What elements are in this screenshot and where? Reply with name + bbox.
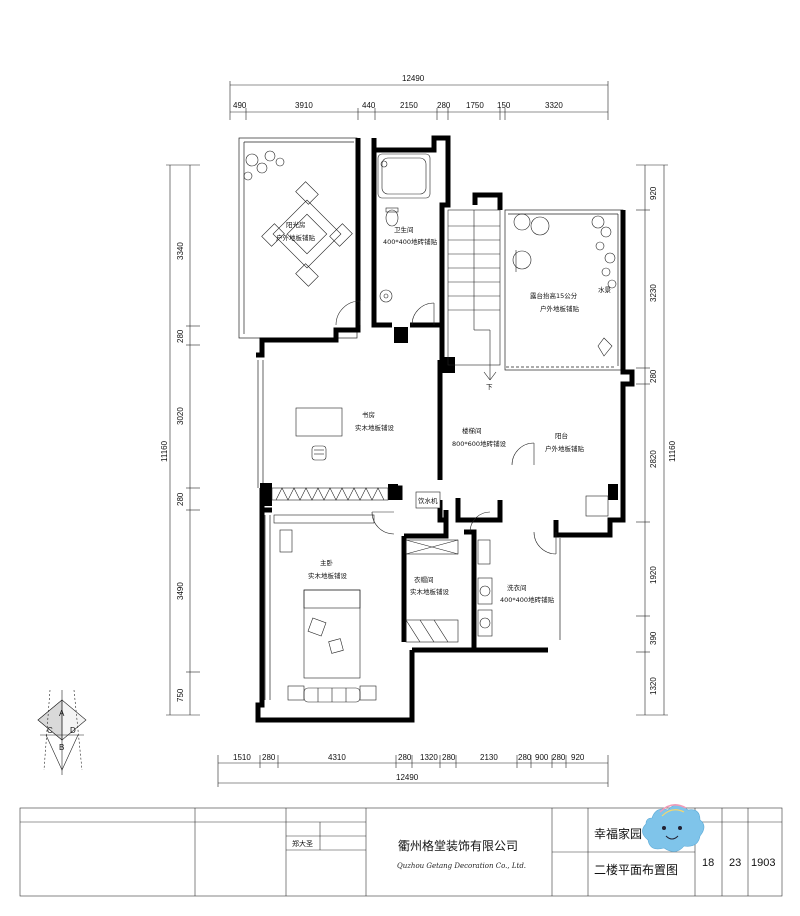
closet [405,539,459,643]
walls [255,135,635,723]
right-dimensions [636,164,668,716]
designer-name: 郑大圣 [292,839,313,848]
sheet-number-2: 23 [729,857,741,869]
room-laundry-floor: 400*400地砖铺贴 [500,595,555,604]
dim-left-1: 3340 [176,242,185,260]
room-closet-name: 衣帽间 [414,575,434,584]
sheet-number-1: 18 [702,857,714,869]
dim-top-7: 150 [497,101,511,110]
study-furniture [271,407,389,501]
room-bath-floor: 400*400地砖铺贴 [383,237,438,246]
compass-label-a: A [59,709,65,718]
compass-label-c: C [47,726,53,735]
dim-right-5: 1920 [649,566,658,584]
dim-right-4: 2820 [649,450,658,468]
stair-down-label: 下 [486,383,493,391]
laundry-fixtures [477,495,609,637]
dim-left-4: 280 [176,492,185,506]
dim-left-3: 3020 [176,407,185,425]
dim-top-5: 280 [437,101,451,110]
room-terrace-name: 露台抬高15公分 [530,291,578,300]
drawing-title: 二楼平面布置图 [594,862,678,877]
room-balcony-name: 阳台 [555,431,568,440]
room-terrace-floor: 户外地板铺贴 [540,304,580,313]
title-block [19,807,783,897]
dim-bottom-2: 280 [262,753,276,762]
bottom-dimensions [217,755,609,787]
water-dispenser-label: 饮水机 [418,496,438,505]
dim-bottom-8: 280 [518,753,532,762]
dim-bottom-10: 280 [552,753,566,762]
left-dimensions [166,164,200,716]
room-stair-floor: 800*600地砖铺设 [452,439,507,448]
dim-right-total: 11160 [668,440,677,462]
dim-right-2: 3230 [649,284,658,302]
project-name: 幸福家园 [594,826,642,841]
dim-bottom-6: 280 [442,753,456,762]
cloud-logo [642,804,705,852]
water-dispenser [415,491,441,509]
room-stair-name: 楼梯间 [462,426,482,435]
dim-bottom-total: 12490 [396,773,419,782]
terrace-furniture [512,213,550,272]
dim-top-1: 490 [233,101,247,110]
plant-decorations [243,150,617,357]
columns [260,327,618,506]
room-study-floor: 实木地板铺设 [355,423,395,432]
dim-bottom-4: 280 [398,753,412,762]
dim-bottom-7: 2130 [480,753,498,762]
dim-left-6: 750 [176,688,185,702]
dim-top-4: 2150 [400,101,418,110]
sunroom-furniture [261,181,353,287]
company-name-en: Quzhou Getang Decoration Co., Ltd. [397,862,526,870]
dim-bottom-11: 920 [571,753,585,762]
dim-top-total: 12490 [402,74,425,83]
dim-left-2: 280 [176,329,185,343]
room-study-name: 书房 [362,410,375,419]
bathroom-fixtures [377,153,431,303]
room-closet-floor: 实木地板铺设 [410,587,450,596]
dim-left-5: 3490 [176,582,185,600]
dim-bottom-3: 4310 [328,753,346,762]
room-sunroom-name: 阳光房 [286,220,306,229]
sheet-number-3: 1903 [751,857,775,869]
room-bath-name: 卫生间 [394,225,414,234]
dim-right-1: 920 [649,186,658,200]
company-name-cn: 衢州格堂装饰有限公司 [398,838,518,853]
compass-label-d: D [70,726,76,735]
dim-bottom-9: 900 [535,753,549,762]
room-sunroom-floor: 户外地板铺贴 [276,233,316,242]
dim-right-6: 390 [649,631,658,645]
room-balcony-floor: 户外地板铺贴 [545,444,585,453]
dim-top-3: 440 [362,101,376,110]
master-furniture [273,514,377,703]
dim-bottom-5: 1320 [420,753,438,762]
room-laundry-name: 洗衣间 [507,583,527,592]
room-master-name: 主卧 [320,558,334,567]
dim-top-2: 3910 [295,101,313,110]
room-water-label: 水景 [598,285,612,294]
dim-left-total: 11160 [160,440,169,462]
dim-top-8: 3320 [545,101,563,110]
dim-right-3: 280 [649,369,658,383]
staircase [447,209,501,381]
dim-bottom-1: 1510 [233,753,251,762]
dim-right-7: 1320 [649,677,658,695]
compass-label-b: B [59,743,64,752]
dim-top-6: 1750 [466,101,484,110]
top-dimensions [229,81,609,120]
room-master-floor: 实木地板铺设 [308,571,348,580]
compass-symbol [37,689,87,775]
